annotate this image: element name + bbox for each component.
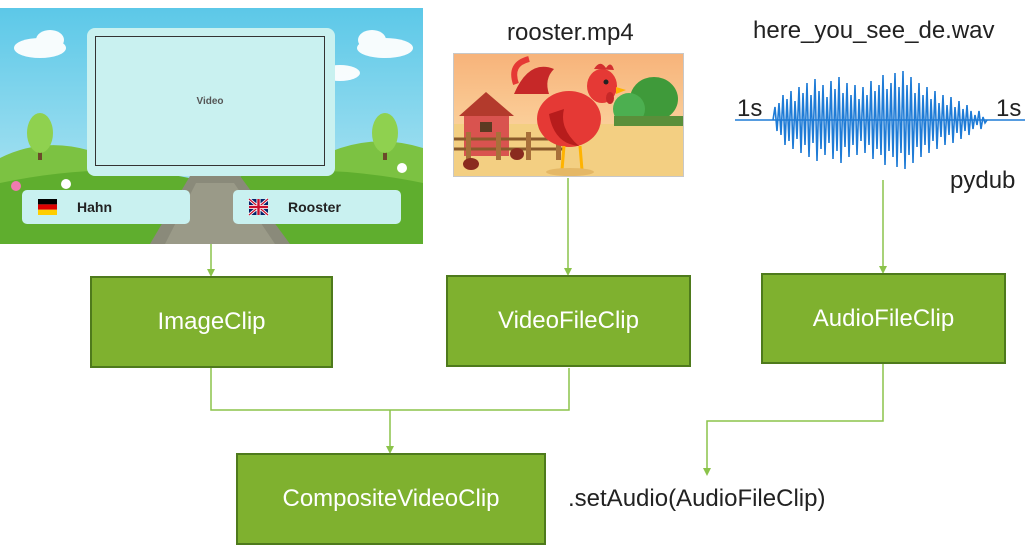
audio-end-time: 1s <box>996 95 1022 122</box>
arrow-audio-to-setaudio <box>703 364 884 476</box>
language-card-english[interactable]: Rooster <box>233 190 401 224</box>
pydub-label: pydub <box>950 167 1016 194</box>
audiofileclip-node[interactable]: AudioFileClip <box>761 273 1006 364</box>
set-audio-label: .setAudio(AudioFileClip) <box>568 485 826 512</box>
compositevideoclip-node[interactable]: CompositeVideoClip <box>236 453 546 545</box>
waveform-path <box>772 70 988 170</box>
rooster-video-thumbnail <box>453 53 684 177</box>
language-label-english: Rooster <box>288 199 341 215</box>
uk-flag-icon <box>248 197 269 217</box>
video-filename: rooster.mp4 <box>507 19 634 46</box>
video-placeholder: Video <box>95 36 325 166</box>
audio-filename: here_you_see_de.wav <box>753 17 995 44</box>
rooster-illustration <box>454 54 683 176</box>
language-card-german[interactable]: Hahn <box>22 190 190 224</box>
german-flag-icon <box>38 199 57 215</box>
language-label-german: Hahn <box>77 199 112 215</box>
video-label: Video <box>196 95 224 107</box>
arrow-clips-to-composite <box>210 368 570 450</box>
image-panel: Video Hahn Rooster <box>0 8 423 244</box>
videofileclip-node[interactable]: VideoFileClip <box>446 275 691 367</box>
video-frame: Video <box>87 28 335 176</box>
audio-start-time: 1s <box>737 95 763 122</box>
audio-waveform <box>735 70 1025 170</box>
imageclip-node[interactable]: ImageClip <box>90 276 333 368</box>
